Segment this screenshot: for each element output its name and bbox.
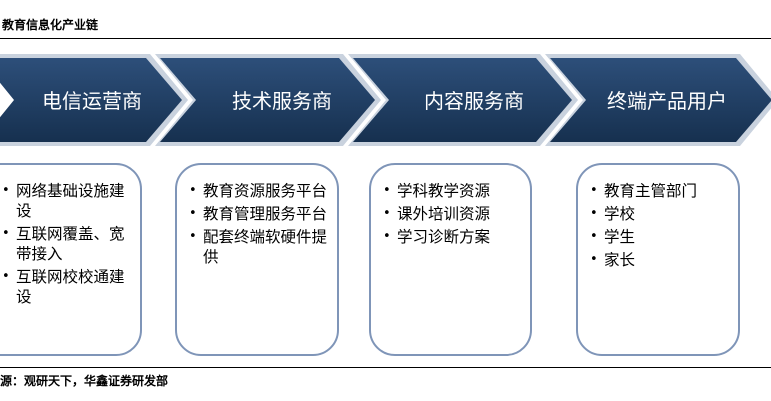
card-item: 学科教学资源: [383, 181, 524, 201]
card-item: 学生: [590, 227, 732, 247]
chevron-3: 内容服务商: [348, 54, 578, 146]
chevron-1: 电信运营商: [0, 54, 188, 146]
top-rule: [0, 38, 771, 39]
figure-title: 教育信息化产业链: [2, 18, 99, 32]
card-content: 学科教学资源 课外培训资源 学习诊断方案: [369, 163, 532, 356]
card-item: 课外培训资源: [383, 204, 524, 224]
card-item: 教育管理服务平台: [189, 204, 331, 224]
chain-chevrons: 电信运营商 技术服务商 内容服务商 终端产品用户: [0, 54, 771, 146]
card-item: 教育资源服务平台: [189, 181, 331, 201]
card-item: 学校: [590, 204, 732, 224]
card-item: 学习诊断方案: [383, 227, 524, 247]
card-item: 家长: [590, 250, 732, 270]
source-note: 源：观研天下，华鑫证券研发部: [0, 374, 169, 388]
card-users: 教育主管部门 学校 学生 家长: [576, 163, 740, 356]
chevron-4: 终端产品用户: [545, 54, 771, 146]
bottom-rule: [0, 367, 771, 368]
card-item: 教育主管部门: [590, 181, 732, 201]
chevron-label-1: 电信运营商: [42, 89, 142, 113]
card-item: 互联网校校通建设: [2, 267, 134, 307]
card-tech: 教育资源服务平台 教育管理服务平台 配套终端软硬件提供: [175, 163, 339, 356]
card-item: 网络基础设施建设: [2, 181, 134, 221]
card-telecom: 网络基础设施建设 互联网覆盖、宽带接入 互联网校校通建设: [0, 163, 142, 356]
chevron-label-4: 终端产品用户: [607, 89, 727, 113]
card-item: 配套终端软硬件提供: [189, 227, 331, 267]
chevron-2: 技术服务商: [155, 54, 381, 146]
card-item: 互联网覆盖、宽带接入: [2, 224, 134, 264]
chevron-label-2: 技术服务商: [232, 89, 332, 113]
chevron-label-3: 内容服务商: [424, 89, 524, 113]
